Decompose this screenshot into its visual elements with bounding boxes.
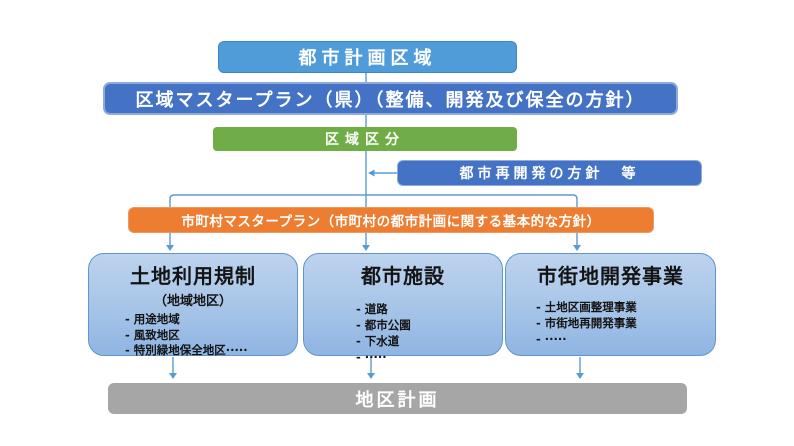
list-item: - 風致地区 [125,327,180,342]
land-use-regulation-title: 土地利用規制 [130,264,256,288]
arrowhead-left-icon [368,169,375,177]
list-item: - 市街地再開発事業 [536,316,637,330]
arrowhead-down-icon [362,245,370,251]
arrowhead-down-icon [166,245,174,251]
connector-branch [169,194,578,246]
node-area-division: 区域区分 [213,127,517,151]
list-item: - 特別緑地保全地区····· [125,343,248,357]
urban-development-projects-title: 市街地開発事業 [537,264,684,288]
arrowhead-down-icon [576,373,584,379]
list-item: - 道路 [356,302,388,316]
urban-facilities-items: - 道路 - 都市公園 - 下水道 - ····· [356,301,502,365]
land-use-regulation-subtitle: （地域地区） [153,294,232,309]
node-urban-redevelopment-policy: 都市再開発の方針 等 [397,160,702,186]
list-item: - 下水道 [356,334,400,348]
node-urban-development-projects: 市街地開発事業 - 土地区画整理事業 - 市街地再開発事業 - ····· [505,253,716,356]
node-land-use-regulation: 土地利用規制 （地域地区） - 用途地域 - 風致地区 - 特別緑地保全地区··… [88,253,298,359]
node-city-planning-area: 都市計画区域 [218,41,517,73]
land-use-regulation-items: - 用途地域 - 風致地区 - 特別緑地保全地区····· [125,312,297,359]
list-item: - 都市公園 [356,318,411,332]
list-item: - ····· [356,350,387,364]
arrowhead-down-icon [573,245,581,251]
node-prefecture-master-plan: 区域マスタープラン（県）（整備、開発及び保全の方針） [103,82,678,115]
node-urban-facilities: 都市施設 - 道路 - 都市公園 - 下水道 - ····· [303,253,503,364]
list-item: - 土地区画整理事業 [536,300,637,314]
urban-development-projects-items: - 土地区画整理事業 - 市街地再開発事業 - ····· [536,299,715,347]
list-item: - 用途地域 [125,312,180,326]
list-item: - ····· [536,332,567,346]
node-municipal-master-plan: 市町村マスタープラン（市町村の都市計画に関する基本的な方針） [128,207,654,233]
arrowhead-down-icon [169,373,177,379]
arrowhead-down-icon [367,373,375,379]
node-district-plan: 地区計画 [108,383,687,414]
urban-facilities-title: 都市施設 [361,264,445,288]
